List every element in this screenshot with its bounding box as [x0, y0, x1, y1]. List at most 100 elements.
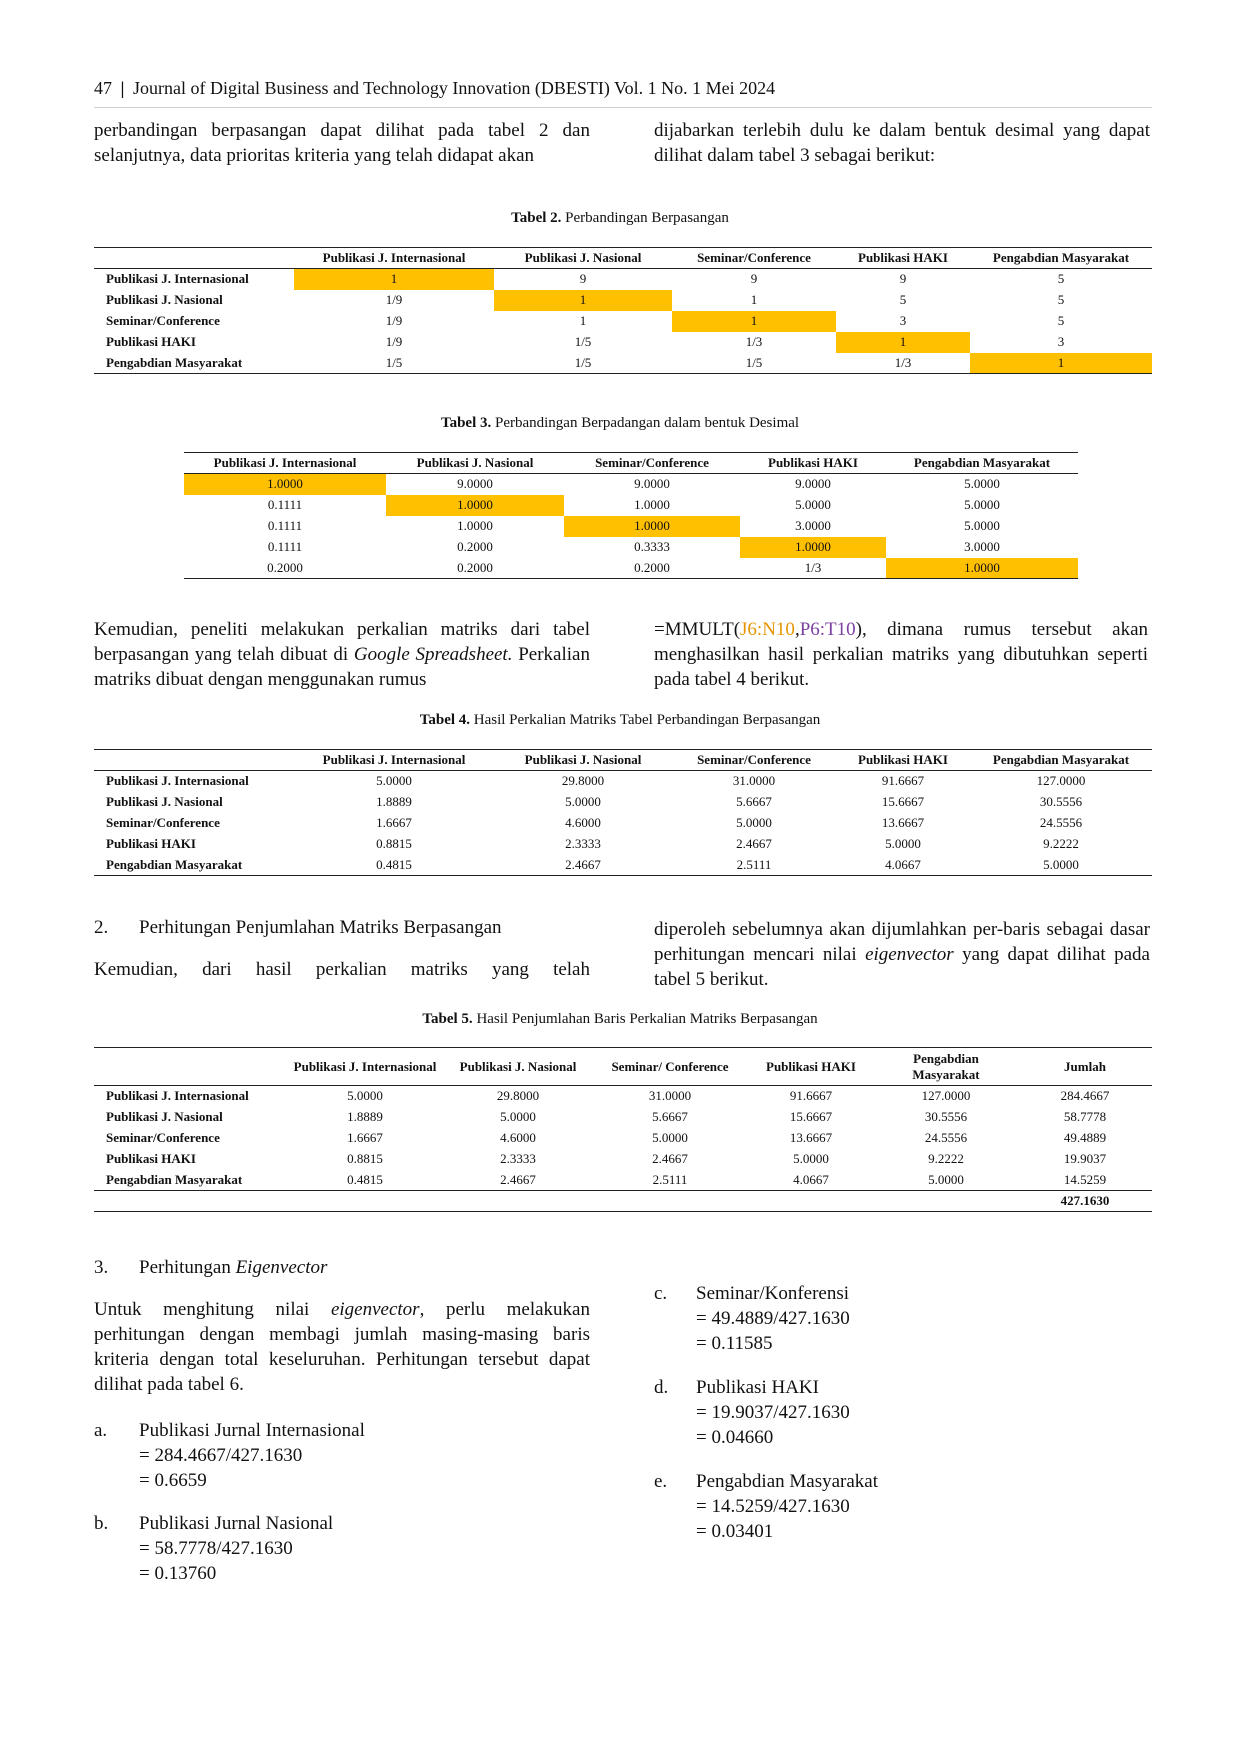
table-cell: 9.0000 — [457, 476, 493, 492]
table-cell: 1/9 — [385, 313, 403, 328]
column-header: Publikasi J. Nasional — [444, 1047, 592, 1086]
table-header-row: Publikasi J. Internasional Publikasi J. … — [94, 749, 1152, 771]
formula-start: =MMULT( — [654, 619, 741, 640]
table-cell: 1/5 — [494, 352, 672, 374]
table-row: Publikasi HAKI 0.8815 2.3333 2.4667 5.00… — [94, 1149, 1152, 1170]
table-cell: 1.0000 — [634, 497, 670, 512]
section2-title: Perhitungan Penjumlahan Matriks Berpasan… — [139, 917, 502, 938]
item-name: Publikasi HAKI — [696, 1377, 819, 1398]
table-cell: 5.0000 — [652, 1130, 688, 1145]
column-header: Publikasi J. Internasional — [184, 452, 386, 474]
table-cell: 0.8815 — [376, 836, 412, 851]
table-cell: 5.0000 — [970, 854, 1152, 876]
column-header: Publikasi HAKI — [836, 749, 970, 771]
table-cell: 13.6667 — [881, 815, 925, 830]
para2-left-italic: Google Spreadsheet. — [353, 644, 513, 665]
row-label: Pengabdian Masyarakat — [94, 854, 294, 876]
table-cell: 91.6667 — [789, 1088, 833, 1104]
list-letter: e. — [654, 1471, 668, 1492]
table-cell: 0.2000 — [457, 539, 493, 554]
table-cell: 5.0000 — [885, 836, 921, 851]
table-cell: 49.4889 — [1063, 1130, 1107, 1145]
section3-italic: eigenvector — [330, 1299, 420, 1320]
table-cell: 2.5111 — [672, 854, 836, 876]
column-header: Publikasi J. Internasional — [294, 749, 494, 771]
table-cell: 1.0000 — [740, 536, 886, 558]
row-label: Seminar/Conference — [106, 815, 220, 830]
table-cell: 0.1111 — [267, 539, 303, 554]
table-cell: 9.2222 — [928, 1151, 964, 1166]
column-header: Seminar/Conference — [564, 452, 740, 474]
table-row: Pengabdian Masyarakat 0.4815 2.4667 2.51… — [94, 1169, 1152, 1191]
table-cell: 4.6000 — [565, 815, 601, 830]
table-row: Publikasi J. Nasional 1.8889 5.0000 5.66… — [94, 1107, 1152, 1128]
table-cell: 1/5 — [294, 352, 494, 374]
table-cell: 4.6000 — [500, 1130, 536, 1145]
table-row: 0.1111 0.2000 0.3333 1.0000 3.0000 — [184, 536, 1078, 558]
journal-title: Journal of Digital Business and Technolo… — [132, 78, 776, 98]
para2-left-text-2: Perkalian matriks dibuat dengan mengguna… — [94, 644, 590, 690]
item-name: Seminar/Konferensi — [696, 1283, 850, 1304]
row-label: Publikasi HAKI — [106, 836, 196, 851]
table-cell: 1 — [836, 331, 970, 353]
table-cell: 1/5 — [672, 352, 836, 374]
table2-caption-text: Perbandingan Berpasangan — [561, 210, 729, 226]
table4-caption: Tabel 4. Hasil Perkalian Matriks Tabel P… — [0, 712, 1240, 729]
table3-caption-label: Tabel 3. — [440, 415, 492, 431]
table-cell: 31.0000 — [732, 773, 776, 789]
table3: Publikasi J. Internasional Publikasi J. … — [184, 452, 1078, 579]
table-cell: 13.6667 — [789, 1130, 833, 1145]
table3-caption-text: Perbandingan Berpadangan dalam bentuk De… — [491, 415, 800, 431]
table-cell: 30.5556 — [1039, 794, 1083, 809]
list-letter: b. — [94, 1513, 109, 1534]
table-cell: 4.0667 — [836, 854, 970, 876]
table-cell: 1.0000 — [886, 557, 1078, 579]
table-cell: 1.8889 — [376, 794, 412, 809]
column-header: Publikasi J. Nasional — [494, 749, 672, 771]
table-cell: 3 — [899, 313, 907, 328]
table-cell: 9.2222 — [1043, 836, 1079, 851]
table-cell: 127.0000 — [921, 1088, 971, 1104]
formula-range-2: P6:T10 — [799, 619, 856, 640]
table2-caption: Tabel 2. Perbandingan Berpasangan — [0, 210, 1240, 227]
row-label: Pengabdian Masyarakat — [94, 1169, 286, 1191]
table-cell: 2.4667 — [494, 854, 672, 876]
column-header: Pengabdian Masyarakat — [874, 1047, 1018, 1086]
table-cell: 2.4667 — [736, 836, 772, 851]
table-cell: 5.6667 — [736, 794, 772, 809]
table-cell: 1.0000 — [457, 518, 493, 533]
table-cell: 1 — [579, 313, 587, 328]
table-cell: 29.8000 — [561, 773, 605, 789]
table-row: Publikasi J. Nasional 1/9 1 1 5 5 — [94, 289, 1152, 311]
table4: Publikasi J. Internasional Publikasi J. … — [94, 749, 1152, 876]
table-cell: 1 — [750, 292, 758, 307]
column-header: Pengabdian Masyarakat — [886, 452, 1078, 474]
table5-caption: Tabel 5. Hasil Penjumlahan Baris Perkali… — [0, 1011, 1240, 1028]
row-label: Publikasi HAKI — [106, 334, 196, 349]
row-label: Seminar/Conference — [106, 313, 220, 328]
table-cell: 1 — [494, 289, 672, 311]
item-name: Publikasi Jurnal Internasional — [139, 1420, 365, 1441]
total-empty — [286, 1190, 444, 1212]
formula-range-1: J6:N10 — [740, 619, 795, 640]
table-cell: 1.8889 — [347, 1109, 383, 1124]
total-empty — [444, 1190, 592, 1212]
total-empty — [94, 1190, 286, 1212]
section2-right-text-2: yang dapat dilihat pada tabel 5 berikut. — [654, 944, 1150, 990]
table-cell: 24.5556 — [924, 1130, 968, 1145]
table-cell: 5.0000 — [500, 1109, 536, 1124]
table-cell: 1 — [970, 352, 1152, 374]
item-formula: = 284.4667/427.1630 — [139, 1445, 303, 1466]
table-cell: 0.4815 — [294, 854, 494, 876]
table-cell: 1.0000 — [184, 473, 386, 495]
table-row: Publikasi J. Internasional 1 9 9 9 5 — [94, 268, 1152, 290]
table-cell: 9.0000 — [634, 476, 670, 492]
list-letter: a. — [94, 1420, 108, 1441]
section3-title: Perhitungan Eigenvector — [139, 1257, 327, 1279]
section2-right-italic: eigenvector — [865, 944, 954, 965]
para2-left-text: Kemudian, peneliti melakukan perkalian m… — [94, 619, 590, 665]
table-row: Seminar/Conference 1.6667 4.6000 5.0000 … — [94, 813, 1152, 834]
table-row: 0.2000 0.2000 0.2000 1/3 1.0000 — [184, 557, 1078, 579]
table-row: Publikasi J. Internasional 5.0000 29.800… — [94, 771, 1152, 792]
table-cell: 5.0000 — [376, 773, 412, 789]
